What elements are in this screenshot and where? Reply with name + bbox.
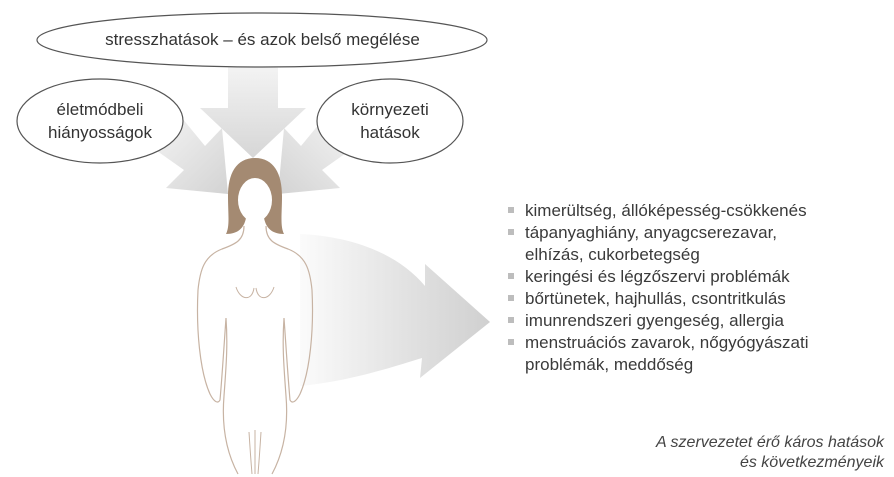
legs-lines — [248, 430, 262, 475]
left-bubble-label: életmódbeli hiányosságok — [25, 98, 175, 144]
list-item-line: elhízás, cukorbetegség — [525, 245, 700, 264]
list-item: kimerültség, állóképesség-csökkenés — [508, 200, 888, 222]
bullet-square-icon — [508, 295, 514, 301]
bullet-square-icon — [508, 229, 514, 235]
caption-line: A szervezetet érő káros hatások — [656, 434, 884, 451]
output-arrow — [300, 234, 490, 386]
list-item-line: bőrtünetek, hajhullás, csontritkulás — [525, 289, 786, 308]
list-item: tápanyaghiány, anyagcserezavar, elhízás,… — [508, 222, 888, 266]
list-item-line: imunrendszeri gyengeség, allergia — [525, 311, 784, 330]
list-item-line: menstruációs zavarok, nőgyógyászati — [525, 333, 809, 352]
face — [238, 178, 272, 222]
list-item: menstruációs zavarok, nőgyógyászati prob… — [508, 332, 888, 376]
caption-line: és következményeik — [739, 454, 884, 471]
chest-lines — [235, 286, 275, 299]
list-item-line: problémák, meddőség — [525, 355, 694, 374]
top-bubble-label: stresszhatások – és azok belső megélése — [105, 30, 420, 49]
list-item-line: kimerültség, állóképesség-csökkenés — [525, 201, 807, 220]
right-bubble-line: környezeti — [351, 100, 429, 119]
top-input-arrow — [200, 64, 306, 158]
list-item: imunrendszeri gyengeség, allergia — [508, 310, 888, 332]
list-item: keringési és légzőszervi problémák — [508, 266, 888, 288]
bullet-square-icon — [508, 317, 514, 323]
bullet-square-icon — [508, 273, 514, 279]
body-outline — [196, 225, 314, 475]
left-bubble-line: életmódbeli — [56, 100, 144, 119]
list-item-line: tápanyaghiány, anyagcserezavar, — [525, 223, 778, 242]
female-figure — [196, 158, 314, 475]
figure-caption: A szervezetet érő káros hatások és követ… — [656, 433, 884, 473]
left-bubble — [16, 78, 184, 164]
right-bubble — [316, 78, 464, 164]
list-item: bőrtünetek, hajhullás, csontritkulás — [508, 288, 888, 310]
left-bubble-line: hiányosságok — [48, 123, 152, 142]
list-item-line: keringési és légzőszervi problémák — [525, 267, 790, 286]
effects-list: kimerültség, állóképesség-csökkenés tápa… — [508, 200, 888, 376]
right-bubble-label: környezeti hatások — [320, 98, 460, 144]
right-bubble-line: hatások — [360, 123, 420, 142]
top-bubble — [36, 12, 488, 68]
bullet-square-icon — [508, 207, 514, 213]
bullet-square-icon — [508, 339, 514, 345]
